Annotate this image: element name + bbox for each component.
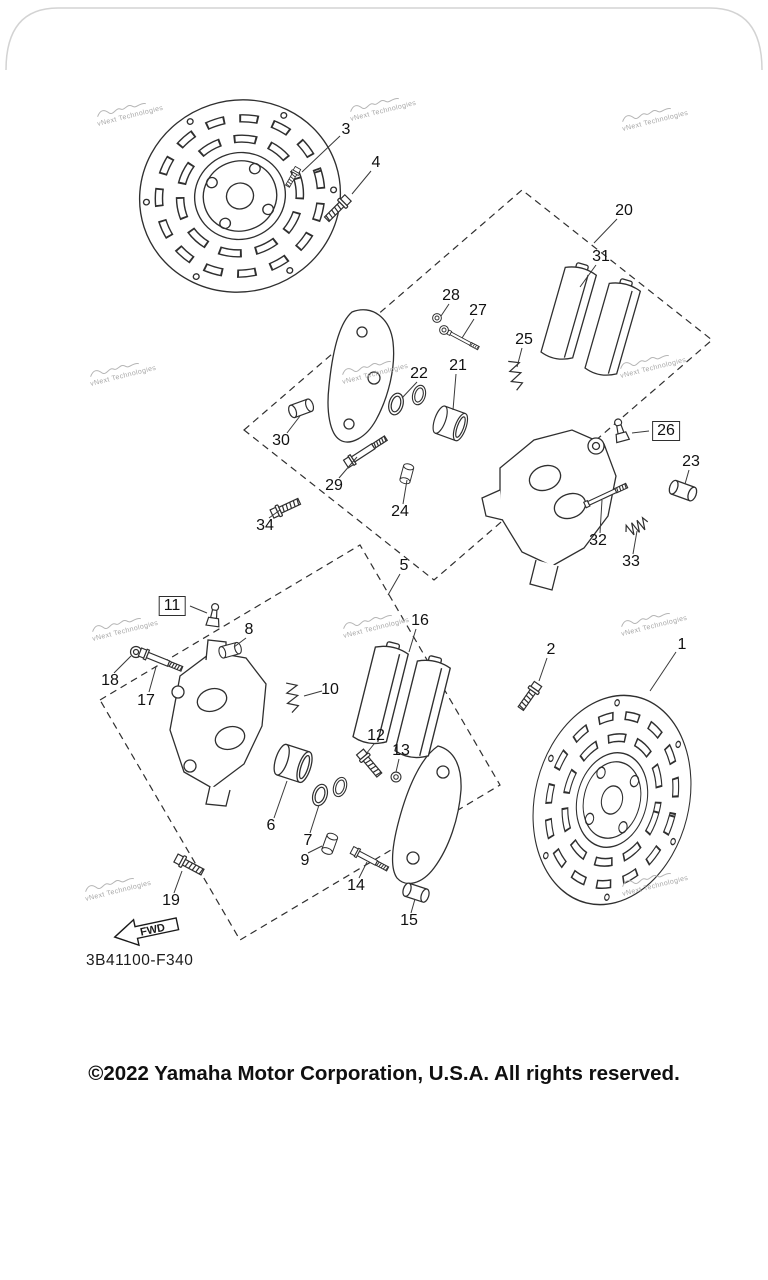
seal-7b (330, 775, 350, 799)
pad-spring-upper (503, 357, 529, 392)
brake-pad-upper-2 (583, 275, 643, 380)
exploded-diagram: FWD (5, 7, 763, 947)
caliper-assembly-lower (169, 639, 462, 885)
fwd-arrow: FWD (113, 917, 180, 947)
bolt-14 (349, 845, 391, 874)
bolt-2 (515, 679, 544, 713)
page-border (5, 7, 763, 71)
pad-spring-lower (281, 679, 305, 714)
bolt-34 (268, 495, 303, 521)
bolt-17 (137, 646, 185, 675)
slide-pin-27 (446, 329, 480, 351)
group-boundary-upper (243, 189, 713, 581)
caliper-assembly-upper (327, 309, 617, 591)
bleeder-26 (610, 416, 630, 444)
leader-lines (113, 135, 690, 914)
brake-disc-top (114, 74, 365, 318)
piston-21 (429, 403, 472, 444)
bushing-23 (666, 478, 699, 503)
piston-6 (270, 741, 316, 785)
washer-13 (390, 771, 402, 783)
washer-28a (432, 313, 442, 323)
bolt-19 (172, 852, 206, 878)
copyright-footer: ©2022 Yamaha Motor Corporation, U.S.A. A… (88, 1062, 680, 1085)
bushing-15 (400, 881, 432, 904)
fwd-label: FWD (139, 922, 166, 939)
brake-pad-upper-1 (539, 259, 599, 364)
seal-22b (409, 383, 429, 407)
seal-22a (385, 390, 407, 418)
brake-disc-bottom (512, 678, 713, 921)
bushing-30 (286, 397, 316, 420)
damper-9 (320, 831, 340, 857)
diagram-code: 3B41100-F340 (86, 952, 194, 969)
bleeder-11 (205, 602, 223, 628)
seal-7a (309, 781, 331, 809)
bolt-4 (321, 193, 353, 225)
bolt-12 (354, 747, 385, 780)
group-boundary-lower (99, 544, 501, 941)
